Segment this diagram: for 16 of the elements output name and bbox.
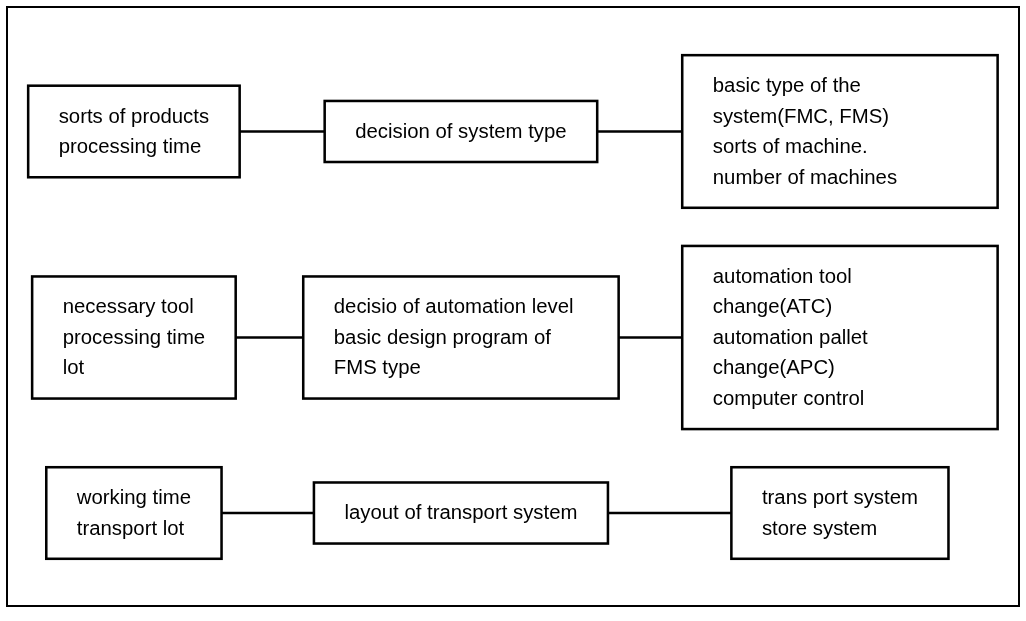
- connector: [608, 511, 732, 514]
- connector: [597, 129, 683, 133]
- connector: [221, 511, 314, 514]
- node-box: [730, 465, 950, 560]
- node-box: [27, 83, 241, 179]
- node-box: [681, 53, 999, 209]
- node-box: [45, 465, 223, 560]
- frame-border: sorts of products processing time decision of system type basic type of the system(FMC, FMS) sorts of machine. number of machines necessary tool processing time lot decisio of automation level basic design program of FMS type automation tool change(ATC) automation pallet change(APC) computer control working time transport lot layout of transport system trans port system store system: [6, 6, 1020, 607]
- connector: [618, 335, 683, 339]
- node-box: [681, 244, 999, 430]
- node-box: [30, 274, 238, 400]
- node-box: [302, 274, 620, 400]
- node-box: [312, 480, 610, 545]
- node-box: [323, 99, 599, 163]
- connector: [239, 129, 325, 133]
- connector: [235, 335, 304, 339]
